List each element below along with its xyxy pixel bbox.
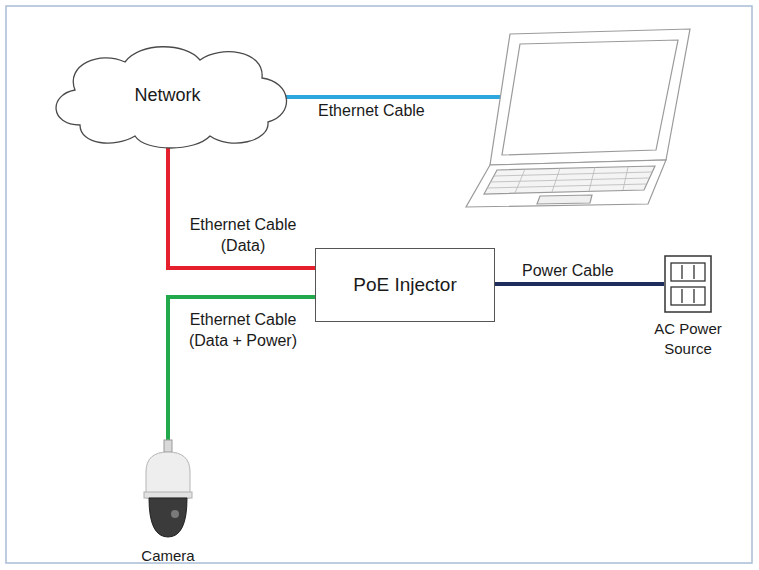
camera-ring xyxy=(144,492,192,498)
cloud-shape xyxy=(56,47,286,148)
laptop-touchpad xyxy=(537,195,592,204)
frame-border xyxy=(6,6,752,563)
outlet-slot xyxy=(682,265,694,279)
camera-housing xyxy=(146,452,190,498)
camera-lens xyxy=(171,510,179,518)
cable-label: Ethernet Cable (Data + Power) xyxy=(176,309,310,351)
laptop-illustration xyxy=(466,29,690,207)
text-holder: Network xyxy=(40,40,295,150)
laptop-keyboard xyxy=(484,166,655,194)
camera-mount xyxy=(164,440,172,452)
ethernet-wire xyxy=(280,95,501,99)
laptop-lid xyxy=(490,29,690,165)
outlet-outline xyxy=(664,255,712,313)
node-label: Network xyxy=(134,84,200,107)
device-label: AC Power Source xyxy=(648,319,728,359)
injector-box: PoE Injector xyxy=(315,248,495,322)
caption-holder: AC Power Source xyxy=(648,319,728,359)
camera-dome xyxy=(149,498,187,537)
cable-label: Ethernet Cable (Data) xyxy=(176,214,310,256)
text-holder: PoE Injector xyxy=(316,249,494,321)
cable-connector xyxy=(168,297,315,440)
power-outlet: AC Power Source xyxy=(664,255,712,313)
cable-label: Ethernet Cable xyxy=(318,100,425,121)
laptop-screen xyxy=(502,40,678,155)
node-label: PoE Injector xyxy=(353,273,457,297)
outlet-socket xyxy=(671,263,705,281)
cable-connector xyxy=(495,282,664,286)
device-label: Camera xyxy=(123,546,213,566)
laptop-keys xyxy=(487,167,652,193)
camera-outline xyxy=(138,440,198,540)
outlet-plate xyxy=(665,256,711,312)
cable-label: Power Cable xyxy=(522,260,614,281)
network-cloud: Network xyxy=(40,40,295,150)
camera-device: Camera xyxy=(138,440,198,540)
outlet-socket xyxy=(671,287,705,305)
outlet-slot xyxy=(682,289,694,303)
caption-holder: Camera xyxy=(123,546,213,566)
laptop-base xyxy=(466,160,666,207)
cable-connector xyxy=(168,138,315,268)
